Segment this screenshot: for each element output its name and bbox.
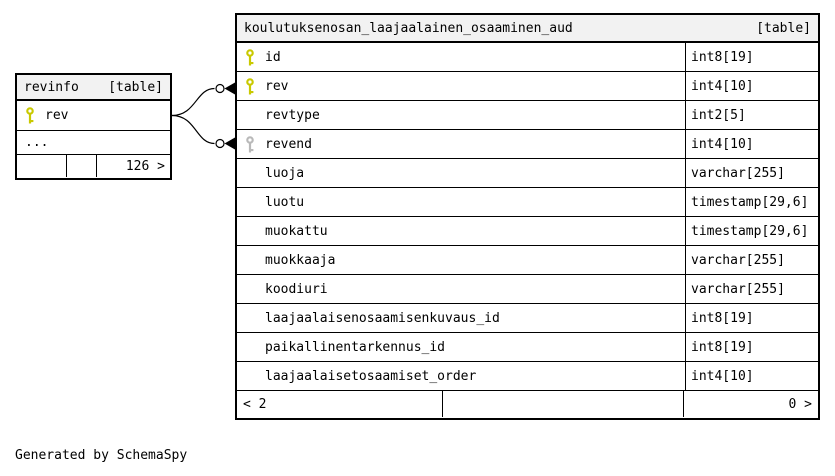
column-name-cell: revtype: [237, 101, 685, 129]
primary-key-icon: [25, 107, 45, 124]
aud-header[interactable]: koulutuksenosan_laajaalainen_osaaminen_a…: [237, 15, 818, 43]
aud-column-row-koodiuri: koodiuri varchar[255]: [237, 275, 818, 304]
column-name: revtype: [265, 107, 320, 123]
revinfo-title[interactable]: revinfo: [24, 79, 79, 95]
column-type: int4[10]: [685, 130, 818, 158]
column-name-cell: revend: [237, 130, 685, 158]
aud-table-tag: [table]: [756, 20, 811, 36]
column-name: rev: [265, 78, 289, 94]
aud-title[interactable]: koulutuksenosan_laajaalainen_osaaminen_a…: [244, 20, 573, 36]
column-name: muokattu: [265, 223, 328, 239]
edge-arrowhead: [224, 82, 235, 95]
column-name-cell: id: [237, 43, 685, 71]
revinfo-footer: 126 >: [17, 155, 170, 177]
primary-key-icon: [245, 77, 265, 95]
column-name: rev: [45, 108, 69, 123]
aud-column-row-laajaalaisetosaamiset_order: laajaalaisetosaamiset_order int4[10]: [237, 362, 818, 391]
column-type: int4[10]: [685, 362, 818, 390]
revinfo-related-next-nav[interactable]: 126 >: [125, 158, 165, 174]
revinfo-ellipsis-row: ...: [17, 131, 170, 155]
aud-column-row-revtype: revtype int2[5]: [237, 101, 818, 130]
column-name-cell: paikallinentarkennus_id: [237, 333, 685, 361]
ellipsis-label: ...: [25, 135, 49, 150]
index-key-icon: [245, 135, 265, 153]
column-name-cell: muokattu: [237, 217, 685, 245]
key-icon: [246, 77, 254, 94]
column-type: int8[19]: [685, 333, 818, 361]
column-type: int4[10]: [685, 72, 818, 100]
column-type: varchar[255]: [685, 275, 818, 303]
column-type: timestamp[29,6]: [685, 217, 818, 245]
column-name: id: [265, 49, 281, 65]
revinfo-table-tag: [table]: [108, 79, 163, 95]
aud-column-row-laajaalaisenosaamisenkuvaus_id: laajaalaisenosaamisenkuvaus_id int8[19]: [237, 304, 818, 333]
edge-rev: [171, 87, 215, 117]
aud-column-row-luotu: luotu timestamp[29,6]: [237, 188, 818, 217]
aud-column-row-id: id int8[19]: [237, 43, 818, 72]
aud-footer-cell-middle: [443, 391, 684, 417]
edge-circle-terminator: [215, 83, 225, 94]
aud-column-row-muokattu: muokattu timestamp[29,6]: [237, 217, 818, 246]
column-name-cell: muokkaaja: [237, 246, 685, 274]
column-name-cell: luotu: [237, 188, 685, 216]
column-name: luotu: [265, 194, 305, 210]
edge-revend: [171, 114, 215, 145]
aud-column-row-luoja: luoja varchar[255]: [237, 159, 818, 188]
column-name: laajaalaisenosaamisenkuvaus_id: [265, 310, 500, 326]
aud-column-row-rev: rev int4[10]: [237, 72, 818, 101]
column-type: varchar[255]: [685, 159, 818, 187]
column-type: int8[19]: [685, 43, 818, 71]
edge-circle-terminator: [215, 138, 225, 149]
key-icon: [246, 135, 254, 152]
table-revinfo: revinfo [table] rev ... 126 >: [15, 73, 172, 180]
revinfo-column-rev: rev: [17, 101, 170, 131]
column-type: int8[19]: [685, 304, 818, 332]
column-name: luoja: [265, 165, 305, 181]
revinfo-footer-cell-middle: [67, 155, 97, 177]
column-name: paikallinentarkennus_id: [265, 339, 446, 355]
column-name-cell: luoja: [237, 159, 685, 187]
table-koulutuksenosan-laajaalainen-osaaminen-aud: koulutuksenosan_laajaalainen_osaaminen_a…: [235, 13, 820, 420]
aud-column-row-revend: revend int4[10]: [237, 130, 818, 159]
column-name-cell: laajaalaisetosaamiset_order: [237, 362, 685, 390]
column-name-cell: laajaalaisenosaamisenkuvaus_id: [237, 304, 685, 332]
column-name: koodiuri: [265, 281, 328, 297]
primary-key-icon: [245, 48, 265, 66]
key-icon: [26, 107, 34, 124]
column-type: varchar[255]: [685, 246, 818, 274]
column-name-cell: rev: [237, 72, 685, 100]
aud-column-row-paikallinentarkennus_id: paikallinentarkennus_id int8[19]: [237, 333, 818, 362]
aud-column-row-muokkaaja: muokkaaja varchar[255]: [237, 246, 818, 275]
revinfo-header[interactable]: revinfo [table]: [17, 75, 170, 101]
column-type: timestamp[29,6]: [685, 188, 818, 216]
key-icon: [246, 48, 254, 65]
aud-related-next-nav[interactable]: 0 >: [788, 396, 812, 412]
column-name: laajaalaisetosaamiset_order: [265, 368, 477, 384]
schemaspy-credit: Generated by SchemaSpy: [15, 448, 188, 463]
aud-footer: < 2 0 >: [237, 391, 818, 417]
column-name: revend: [265, 136, 312, 152]
column-type: int2[5]: [685, 101, 818, 129]
aud-related-prev-nav[interactable]: < 2: [237, 391, 443, 417]
revinfo-footer-cell-left: [17, 155, 67, 177]
column-name-cell: koodiuri: [237, 275, 685, 303]
column-name: muokkaaja: [265, 252, 336, 268]
edge-arrowhead: [224, 137, 235, 150]
